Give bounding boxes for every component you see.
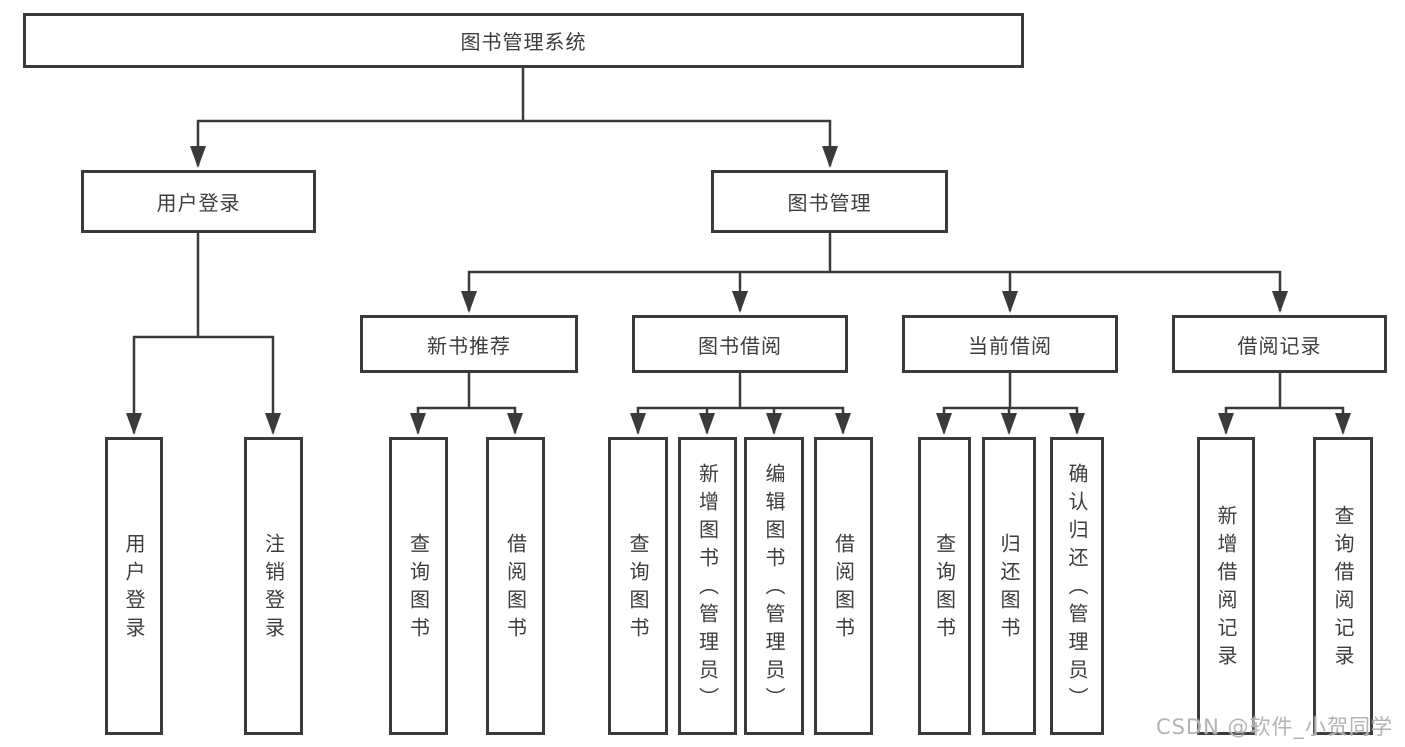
node-label: 当前借阅: [968, 333, 1052, 358]
node-label: 图书借阅: [698, 333, 782, 358]
node-label: 归还图书: [997, 533, 1021, 645]
leaf-edit-books-admin: 编辑图书（管理员）: [744, 437, 804, 735]
leaf-logout: 注销登录: [244, 437, 303, 735]
node-label: 新增借阅记录: [1214, 505, 1238, 673]
node-user-login: 用户登录: [81, 170, 316, 233]
node-borrow-records: 借阅记录: [1172, 315, 1387, 373]
leaf-add-borrow-record: 新增借阅记录: [1197, 437, 1255, 735]
leaf-add-books-admin: 新增图书（管理员）: [678, 437, 737, 735]
node-label: 用户登录: [156, 191, 241, 215]
node-book-management: 图书管理: [711, 170, 948, 233]
node-label: 查询图书: [932, 533, 957, 645]
node-library-system: 图书管理系统: [23, 13, 1024, 68]
leaf-confirm-return-admin: 确认归还（管理员）: [1050, 437, 1104, 735]
node-label: 借阅记录: [1237, 333, 1322, 358]
leaf-query-books-current: 查询图书: [918, 437, 971, 735]
leaf-return-books: 归还图书: [982, 437, 1036, 735]
node-label: 借阅图书: [831, 533, 856, 645]
node-book-borrowing: 图书借阅: [632, 315, 848, 373]
node-label: 新增图书（管理员）: [695, 463, 720, 715]
node-current-borrowing: 当前借阅: [902, 315, 1118, 373]
node-label: 查询图书: [406, 533, 431, 645]
leaf-borrow-books: 借阅图书: [814, 437, 873, 735]
node-label: 新书推荐: [427, 333, 511, 358]
node-label: 图书管理系统: [460, 30, 587, 54]
leaf-query-books-borrow: 查询图书: [608, 437, 668, 735]
node-label: 借阅图书: [503, 533, 528, 645]
node-label: 用户登录: [122, 533, 146, 645]
node-label: 查询借阅记录: [1331, 505, 1355, 673]
node-label: 查询图书: [626, 533, 650, 645]
leaf-borrow-books-recommend: 借阅图书: [486, 437, 545, 735]
leaf-user-login: 用户登录: [105, 437, 163, 735]
node-label: 注销登录: [261, 533, 286, 645]
node-label: 编辑图书（管理员）: [762, 463, 786, 715]
leaf-query-books-recommend: 查询图书: [389, 437, 448, 735]
watermark: CSDN @软件_小贺同学: [1155, 715, 1393, 739]
node-new-book-recommend: 新书推荐: [360, 315, 578, 373]
node-label: 确认归还（管理员）: [1065, 463, 1089, 715]
leaf-query-borrow-record: 查询借阅记录: [1313, 437, 1373, 735]
node-label: 图书管理: [787, 191, 872, 215]
